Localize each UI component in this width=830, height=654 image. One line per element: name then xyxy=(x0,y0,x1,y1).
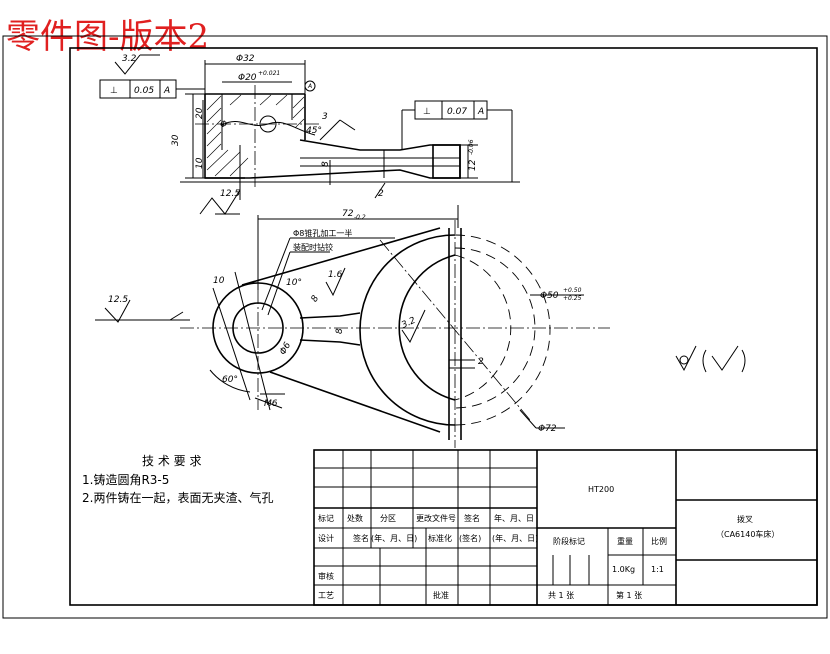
tolerance-frame-1: ⊥ 0.05 A xyxy=(99,79,205,99)
note-text: 装配时钻铰 xyxy=(293,242,333,252)
top-view xyxy=(114,54,520,215)
tech-req-item: 2.两件铸在一起，表面无夹渣、气孔 xyxy=(82,490,273,505)
tolerance-frame-2: ⊥ 0.07 A xyxy=(401,100,513,182)
dim-label: Φ xyxy=(220,120,227,130)
dim-label: 30 xyxy=(171,134,181,146)
dim-label: Φ72 xyxy=(538,424,557,434)
dim-label: 12 xyxy=(468,159,478,171)
dim-label: 72 xyxy=(342,209,354,219)
dim-label: -0.06 xyxy=(468,139,475,155)
dim-label: 2 xyxy=(478,357,484,367)
svg-text:工艺: 工艺 xyxy=(318,591,334,600)
svg-text:阶段标记: 阶段标记 xyxy=(553,536,585,546)
svg-text:分区: 分区 xyxy=(380,514,396,523)
dim-label: Φ32 xyxy=(236,54,255,64)
svg-text:签名: 签名 xyxy=(464,513,480,523)
dim-label: +0.50 xyxy=(563,287,582,294)
part-name: 拨叉 xyxy=(737,514,753,524)
dim-label: Φ20 xyxy=(238,73,257,83)
dim-label: -0.2 xyxy=(354,214,366,221)
dim-label: 60° xyxy=(222,375,238,385)
svg-text:1:1: 1:1 xyxy=(651,565,664,574)
datum-circle-icon xyxy=(304,80,316,92)
svg-text:0.07: 0.07 xyxy=(447,107,467,117)
title-block: HT200 拨叉 （CA6140车床） 标记 处数 分区 更改文件号 签名 年、… xyxy=(313,449,818,606)
svg-text:处数: 处数 xyxy=(347,513,363,523)
dim-label: Φ6 xyxy=(278,340,293,356)
note-text: Φ8锥孔加工一半 xyxy=(293,228,352,238)
svg-text:审核: 审核 xyxy=(318,571,334,581)
svg-text:⊥: ⊥ xyxy=(423,107,431,117)
dim-label: 10° xyxy=(286,278,302,288)
roughness-label: 12.5 xyxy=(220,189,240,199)
svg-text:(年、月、日): (年、月、日) xyxy=(371,533,417,543)
dim-label: 45° xyxy=(306,126,322,136)
dim-label: 8 xyxy=(310,294,322,304)
dim-label: +0.25 xyxy=(563,295,582,302)
dim-label: 8 xyxy=(335,328,345,334)
svg-text:共 1 张: 共 1 张 xyxy=(548,591,574,600)
svg-text:(签名): (签名) xyxy=(459,533,481,543)
drawing-title: 零件图-版本2 xyxy=(6,17,209,57)
dim-label: +0.021 xyxy=(258,70,280,77)
dim-label: 20 xyxy=(195,107,205,119)
svg-text:签名: 签名 xyxy=(353,533,369,543)
dim-label: 8 xyxy=(321,161,331,167)
roughness-label: 3.2 xyxy=(122,54,137,64)
roughness-label: 1.6 xyxy=(328,270,343,280)
material-label: HT200 xyxy=(588,485,614,494)
svg-text:设计: 设计 xyxy=(318,533,334,543)
roughness-label: 3.2 xyxy=(400,316,417,331)
dim-label: 10 xyxy=(213,276,225,286)
svg-text:更改文件号: 更改文件号 xyxy=(416,513,456,523)
outer-border xyxy=(2,35,828,619)
svg-text:A: A xyxy=(307,83,312,90)
technical-requirements: 技 术 要 求 1.铸造圆角R3-5 2.两件铸在一起，表面无夹渣、气孔 xyxy=(82,454,273,505)
part-subtitle: （CA6140车床） xyxy=(716,529,779,539)
svg-text:重量: 重量 xyxy=(617,536,633,546)
svg-text:第 1 张: 第 1 张 xyxy=(616,590,642,600)
svg-text:0.05: 0.05 xyxy=(134,86,154,96)
roughness-label: 12.5 xyxy=(108,295,128,305)
front-view xyxy=(95,205,610,448)
svg-text:A: A xyxy=(163,86,170,96)
tech-req-heading: 技 术 要 求 xyxy=(142,454,201,468)
dim-label: 3 xyxy=(322,112,328,122)
svg-text:A: A xyxy=(477,107,484,117)
svg-text:批准: 批准 xyxy=(433,590,449,600)
svg-text:⊥: ⊥ xyxy=(110,86,118,96)
general-roughness-icon xyxy=(675,345,746,373)
svg-text:(年、月、日): (年、月、日) xyxy=(492,533,538,543)
svg-text:标记: 标记 xyxy=(318,513,334,523)
tech-req-item: 1.铸造圆角R3-5 xyxy=(82,472,169,487)
svg-text:比例: 比例 xyxy=(651,536,667,546)
dim-label: 2 xyxy=(378,189,384,199)
svg-text:标准化: 标准化 xyxy=(428,533,452,543)
svg-text:1.0Kg: 1.0Kg xyxy=(612,565,635,574)
dim-label: M6 xyxy=(264,399,278,409)
svg-text:年、月、日: 年、月、日 xyxy=(494,513,534,523)
dim-label: 10 xyxy=(195,157,205,169)
dim-label: Φ50 xyxy=(540,291,559,301)
